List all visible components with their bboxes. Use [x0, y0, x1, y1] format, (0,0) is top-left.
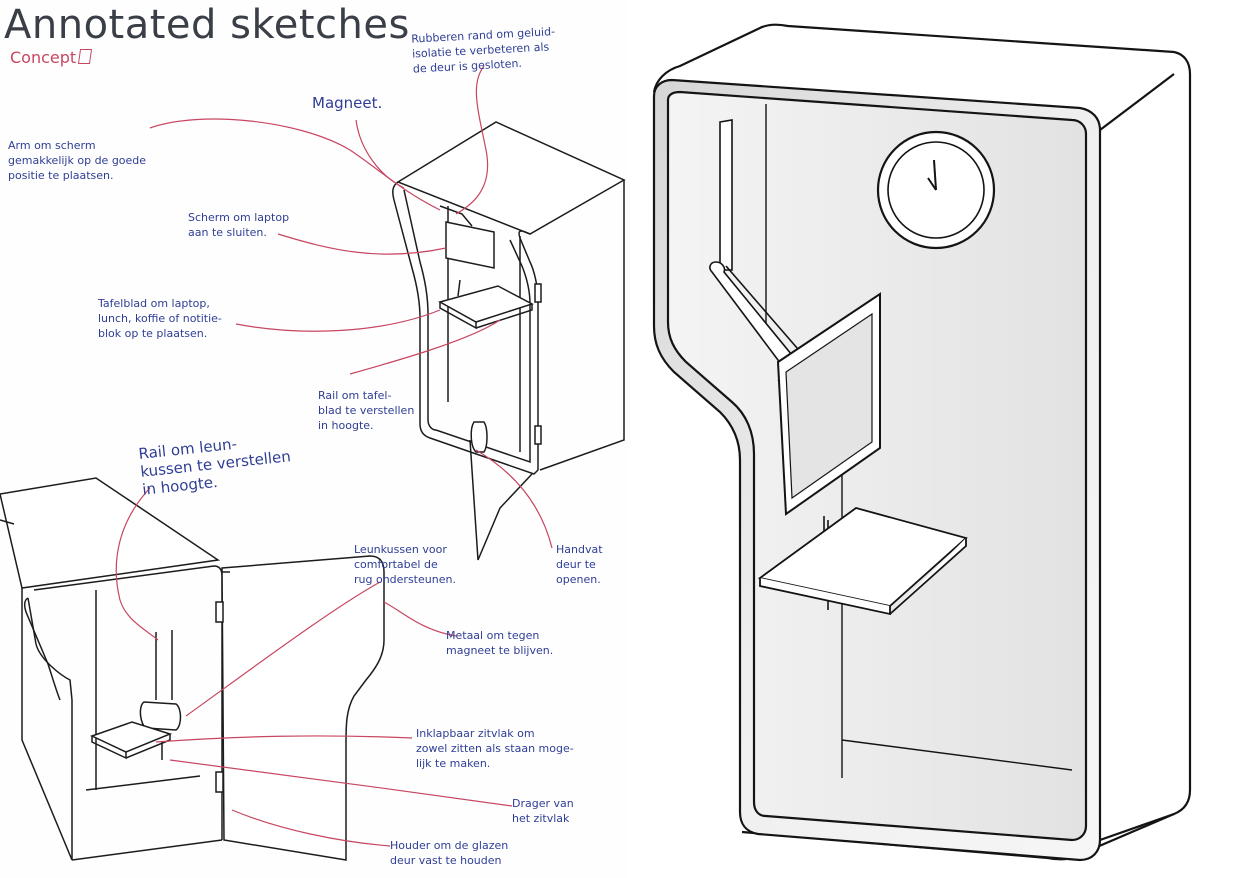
booth-sketch-open-bottom	[0, 477, 385, 861]
booth-rendering-panel	[628, 0, 1243, 878]
annotation-rail-table: Rail om tafel- blad te verstellen in hoo…	[318, 389, 415, 432]
annotated-sketches-panel: Annotated sketches Concept Rubberen rand…	[0, 2, 626, 867]
concept-box-icon	[78, 49, 93, 64]
annotation-metal: Metaal om tegen magneet te blijven.	[446, 629, 554, 657]
annotation-glass-holder: Houder om de glazen deur vast te houden	[390, 839, 509, 867]
page-title: Annotated sketches	[4, 2, 410, 48]
concept-label-text: Concept	[10, 48, 77, 67]
concept-label: Concept	[10, 48, 93, 67]
annotation-seat: Inklapbaar zitvlak om zowel zitten als s…	[416, 727, 574, 770]
annotation-arm: Arm om scherm gemakkelijk op de goede po…	[8, 139, 147, 182]
annotation-handle: Handvat deur te openen.	[556, 543, 603, 586]
annotation-seat-carrier: Drager van het zitvlak	[512, 797, 574, 825]
annotation-magnet: Magneet.	[312, 94, 383, 112]
booth-sketch-open-top	[392, 121, 626, 561]
booth-rendering	[652, 23, 1192, 862]
annotation-back-cushion: Leunkussen voor comfortabel de rug onder…	[354, 543, 456, 586]
annotation-leader-lines	[115, 65, 553, 847]
booth-body	[652, 23, 1192, 862]
annotation-screen: Scherm om laptop aan te sluiten.	[188, 211, 290, 239]
sketch-drawings	[0, 65, 626, 861]
annotation-table-top: Tafelblad om laptop, lunch, koffie of no…	[98, 297, 222, 340]
